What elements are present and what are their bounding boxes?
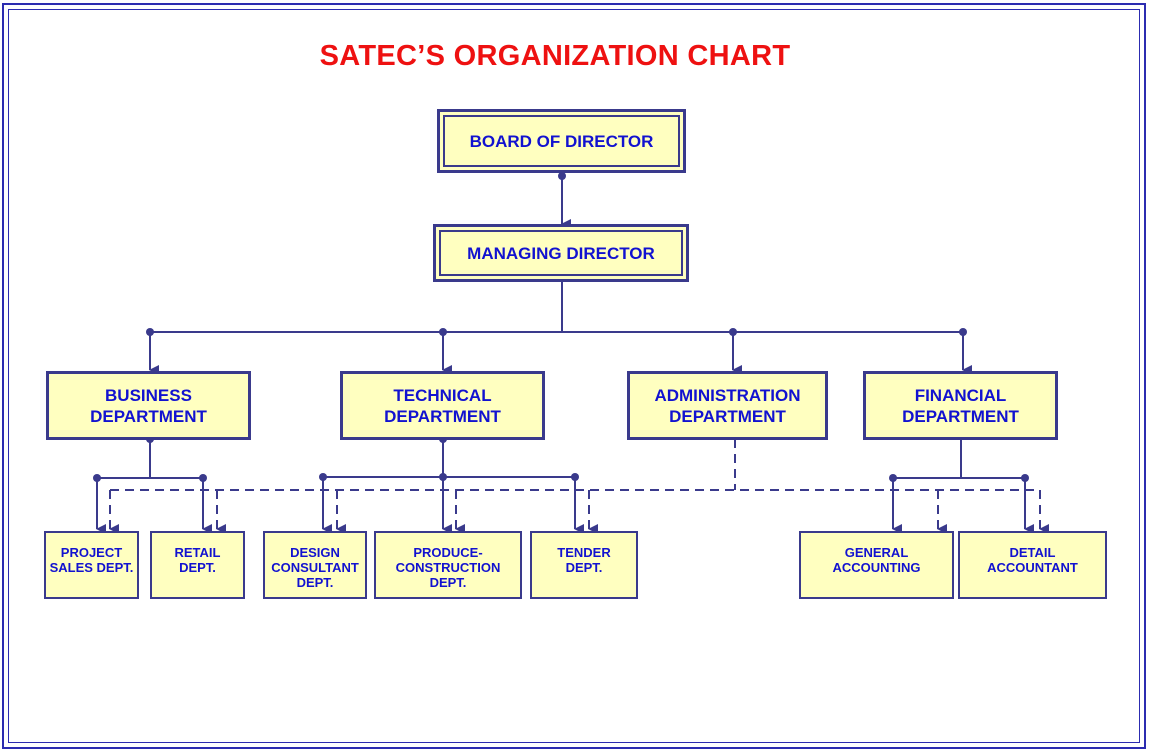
junction-dot [439,328,447,336]
junction-dot [319,473,327,481]
chart-title: SATEC’S ORGANIZATION CHART [319,40,791,72]
junction-dot [1021,474,1029,482]
node-retail-dept: RETAIL DEPT. [150,531,245,599]
junction-dot [199,474,207,482]
node-general-accounting: GENERAL ACCOUNTING [799,531,954,599]
node-detail-accountant: DETAIL ACCOUNTANT [958,531,1107,599]
junction-dot [571,473,579,481]
outer-frame [2,3,1146,749]
junction-dot [439,473,447,481]
junction-dot [889,474,897,482]
node-business-department: BUSINESS DEPARTMENT [46,371,251,440]
junction-dot [558,172,566,180]
junction-dot [729,328,737,336]
node-technical-department: TECHNICAL DEPARTMENT [340,371,545,440]
node-financial-department: FINANCIAL DEPARTMENT [863,371,1058,440]
junction-dot [146,328,154,336]
node-project-sales-dept: PROJECT SALES DEPT. [44,531,139,599]
junction-dot [959,328,967,336]
node-produce-construction-dept: PRODUCE- CONSTRUCTION DEPT. [374,531,522,599]
node-tender-dept: TENDER DEPT. [530,531,638,599]
node-board-of-director: BOARD OF DIRECTOR [437,109,686,173]
node-managing-director: MANAGING DIRECTOR [433,224,689,282]
inner-frame [8,9,1140,743]
node-design-consultant-dept: DESIGN CONSULTANT DEPT. [263,531,367,599]
node-administration-department: ADMINISTRATION DEPARTMENT [627,371,828,440]
junction-dot [93,474,101,482]
